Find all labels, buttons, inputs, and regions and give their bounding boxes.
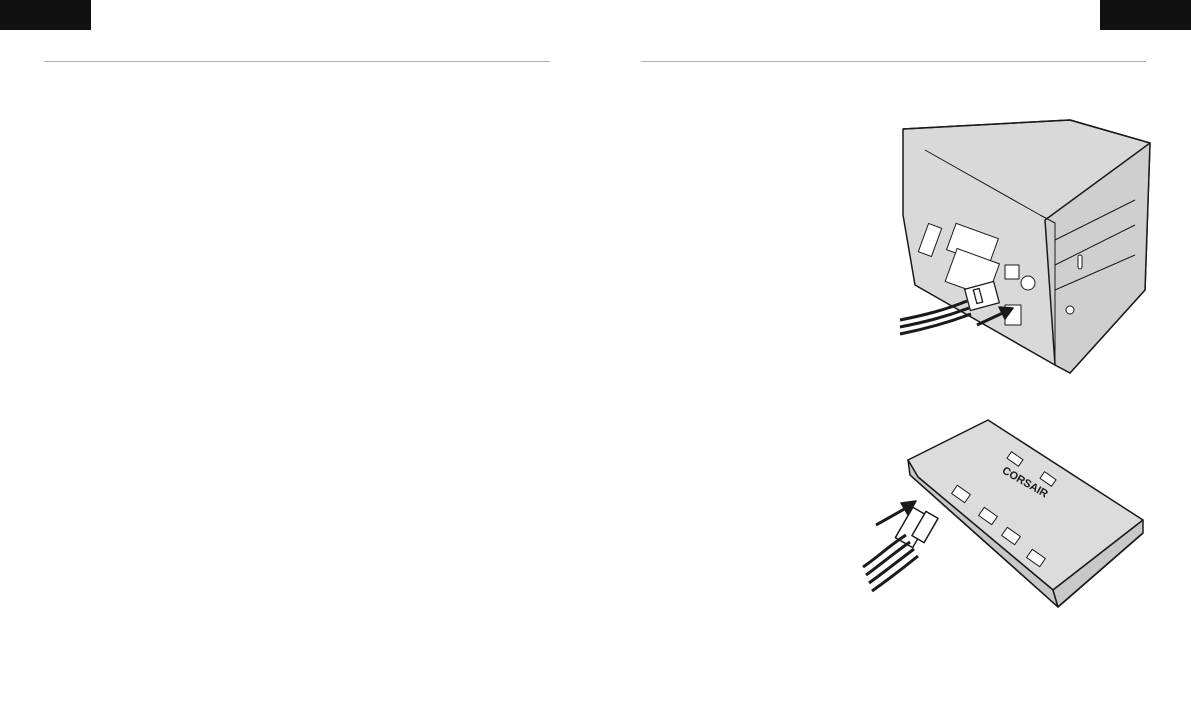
psu-connector-illustration <box>895 115 1155 377</box>
right-page-tab <box>1100 0 1191 30</box>
left-page-tab <box>0 0 91 30</box>
power-supply-icon <box>895 115 1155 377</box>
right-header-rule <box>641 61 1146 62</box>
left-header-rule <box>44 61 550 62</box>
hub-connector-illustration: CORSAIR <box>858 415 1153 615</box>
fan-hub-icon: CORSAIR <box>858 415 1153 615</box>
